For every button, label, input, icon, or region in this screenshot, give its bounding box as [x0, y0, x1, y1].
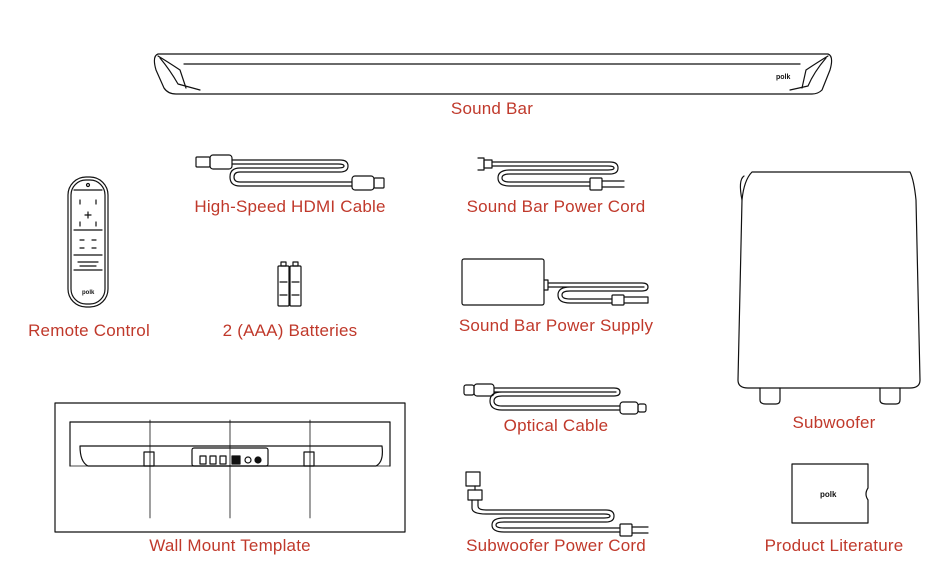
subwoofer-illustration [737, 171, 921, 405]
label-product-literature: Product Literature [764, 536, 904, 555]
remote-control-illustration: polk [67, 176, 109, 308]
label-hdmi-cable: High-Speed HDMI Cable [194, 197, 386, 216]
label-subwoofer-power-cord: Subwoofer Power Cord [466, 536, 646, 555]
label-sound-bar: Sound Bar [450, 99, 534, 118]
subwoofer-power-cord-illustration [465, 471, 649, 537]
label-optical-cable: Optical Cable [503, 416, 609, 435]
batteries-illustration [277, 261, 302, 307]
label-sound-bar-power-cord: Sound Bar Power Cord [466, 197, 646, 216]
product-literature-illustration: polk [791, 463, 869, 524]
label-batteries: 2 (AAA) Batteries [222, 321, 358, 340]
sound-bar-power-supply-illustration [461, 258, 649, 306]
optical-cable-illustration [463, 383, 647, 415]
hdmi-cable-illustration [195, 154, 385, 191]
label-remote-control: Remote Control [28, 321, 150, 340]
label-sound-bar-power-supply: Sound Bar Power Supply [458, 316, 654, 335]
label-wall-mount-template: Wall Mount Template [149, 536, 311, 555]
wall-mount-template-illustration [54, 402, 406, 533]
svg-text:polk: polk [776, 74, 790, 81]
svg-text:polk: polk [820, 490, 837, 499]
label-subwoofer: Subwoofer [792, 413, 876, 432]
sound-bar-illustration: polk [153, 53, 833, 95]
svg-text:polk: polk [82, 290, 95, 296]
sound-bar-power-cord-illustration [477, 157, 625, 191]
